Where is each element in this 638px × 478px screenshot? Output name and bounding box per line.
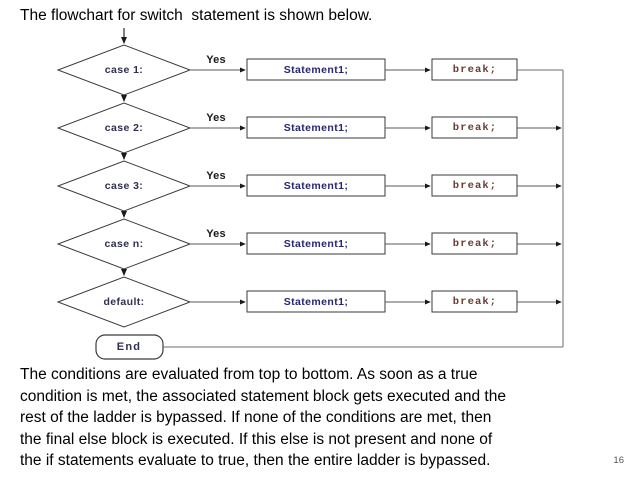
decision-label-case-n: case n:	[104, 238, 144, 250]
process-label-statement-2: Statement1;	[283, 122, 349, 134]
page-number: 16	[613, 455, 624, 466]
decision-label-case-1: case 1:	[104, 64, 144, 76]
decision-label-default: default:	[103, 296, 145, 308]
process-label-break-3: break;	[452, 180, 498, 192]
flowchart-svg	[56, 28, 564, 360]
process-label-statement-4: Statement1;	[283, 238, 349, 250]
body-line-1: The conditions are evaluated from top to…	[20, 366, 478, 383]
process-label-statement-5: Statement1;	[283, 296, 349, 308]
body-line-5: the if statements evaluate to true, then…	[20, 452, 491, 469]
decision-label-case-2: case 2:	[104, 122, 144, 134]
body-line-3: rest of the ladder is bypassed. If none …	[20, 409, 492, 426]
body-line-2: condition is met, the associated stateme…	[20, 387, 506, 405]
process-label-statement-3: Statement1;	[283, 180, 349, 192]
process-label-statement-1: Statement1;	[283, 64, 349, 76]
flowchart: case 1: case 2: case 3: case n: default:…	[0, 26, 638, 366]
decision-diamond-default	[56, 276, 192, 328]
body-paragraph: The conditions are evaluated from top to…	[20, 364, 605, 472]
intro-text: The flowchart for switch statement is sh…	[20, 7, 373, 24]
body-line-4: the final else block is executed. If thi…	[20, 430, 493, 448]
branch-label-yes-2: Yes	[206, 112, 226, 124]
branch-label-yes-1: Yes	[206, 54, 226, 66]
branch-label-yes-4: Yes	[206, 228, 226, 240]
decision-label-case-3: case 3:	[104, 180, 144, 192]
process-label-break-1: break;	[452, 64, 498, 76]
process-label-break-2: break;	[452, 122, 498, 134]
process-label-break-5: break;	[452, 296, 498, 308]
process-label-break-4: break;	[452, 238, 498, 250]
terminator-label-end: End	[116, 341, 142, 353]
branch-label-yes-3: Yes	[206, 170, 226, 182]
